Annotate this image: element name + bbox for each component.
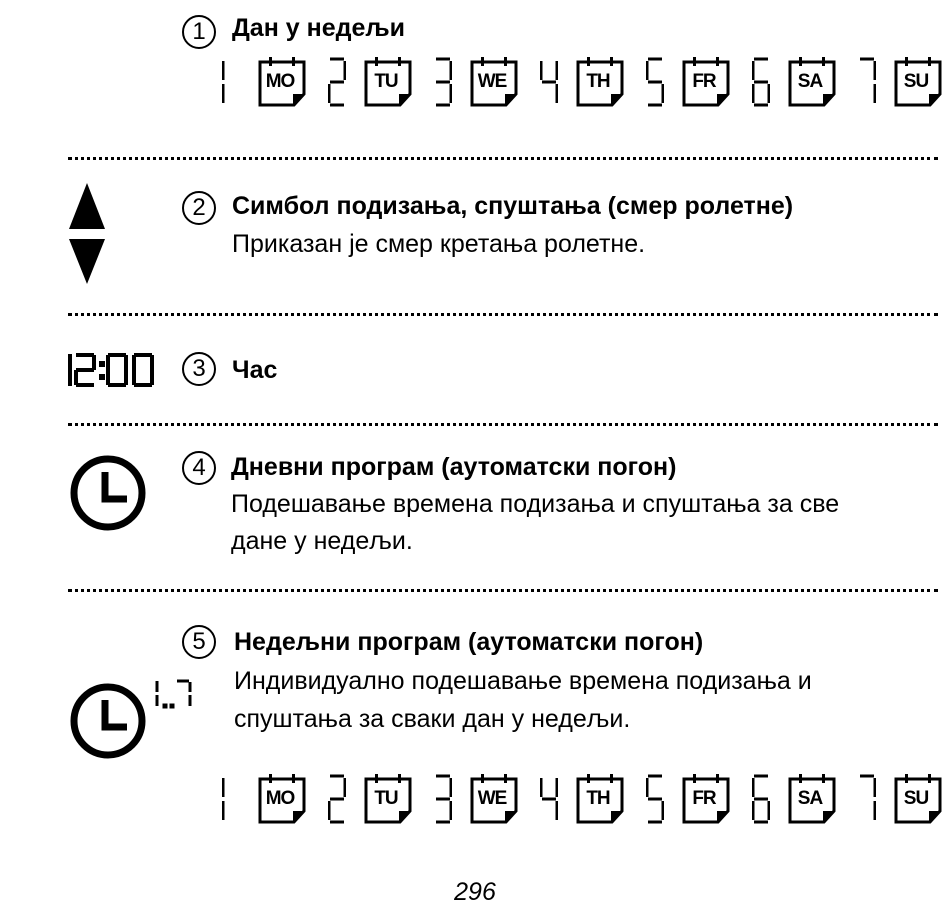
segment-digit-icon <box>328 57 346 107</box>
segment-digit-icon <box>436 57 452 107</box>
calendar-page-icon <box>470 774 518 824</box>
segment-digit-icon <box>860 774 876 820</box>
clock-icon <box>70 683 146 759</box>
weekly-1-7-indicator-icon <box>155 679 192 709</box>
day-label: TH <box>586 788 610 809</box>
day-tu: TU <box>328 57 434 107</box>
up-down-arrows-icon <box>69 183 105 284</box>
day-su: SU <box>858 57 950 107</box>
segment-digit-icon <box>752 774 770 824</box>
day-sa: SA <box>752 57 858 107</box>
section-title-direction-symbol: Симбол подизања, спуштања (смер ролетне) <box>232 192 794 220</box>
section-title-daily-program: Дневни програм (аутоматски погон) <box>231 453 677 481</box>
segment-digit-icon <box>646 57 664 107</box>
day-label: MO <box>265 788 296 809</box>
page-number: 296 <box>454 878 496 906</box>
day-label: WE <box>477 71 508 92</box>
day-label: TU <box>374 71 398 92</box>
section-body-daily-line1: Подешавање времена подизања и спуштања з… <box>231 490 840 518</box>
day-label: TU <box>374 788 398 809</box>
day-label: MO <box>265 71 296 92</box>
dotted-divider <box>68 423 938 426</box>
segment-digit-icon <box>752 57 770 107</box>
lcd-clock-icon <box>68 353 154 387</box>
day-th: TH <box>540 57 646 107</box>
calendar-page-icon <box>258 57 306 107</box>
calendar-page-icon <box>364 57 412 107</box>
calendar-page-icon <box>682 57 730 107</box>
section-number-3: 3 <box>182 352 216 386</box>
segment-digit-icon <box>222 778 225 820</box>
calendar-page-icon <box>576 57 624 107</box>
section-body-weekly-line2: спуштања за сваки дан у недељи. <box>234 705 631 733</box>
segment-digit-icon <box>646 774 664 824</box>
section-body-daily-line2: дане у недељи. <box>231 527 413 555</box>
day-we: WE <box>434 774 540 824</box>
clock-icon <box>70 455 146 531</box>
section-title-weekly-program: Недељни програм (аутоматски погон) <box>234 628 704 656</box>
section-number-4: 4 <box>182 451 216 485</box>
segment-digit-icon <box>540 778 558 820</box>
dotted-divider <box>68 589 938 592</box>
segment-digit-icon <box>540 61 558 103</box>
calendar-page-icon <box>682 774 730 824</box>
section-body-weekly-line1: Индивидуално подешавање времена подизања… <box>234 667 812 695</box>
calendar-page-icon <box>788 57 836 107</box>
day-sa: SA <box>752 774 858 824</box>
day-label: SU <box>903 788 929 809</box>
day-label: WE <box>477 788 508 809</box>
day-su: SU <box>858 774 950 824</box>
day-we: WE <box>434 57 540 107</box>
day-th: TH <box>540 774 646 824</box>
day-mo: MO <box>222 57 328 107</box>
day-label: FR <box>692 788 716 809</box>
day-label: FR <box>692 71 716 92</box>
calendar-page-icon <box>258 774 306 824</box>
day-fr: FR <box>646 57 752 107</box>
calendar-page-icon <box>788 774 836 824</box>
calendar-page-icon <box>470 57 518 107</box>
section-title-day-of-week: Дан у недељи <box>232 14 405 42</box>
section-number-1: 1 <box>182 15 216 49</box>
day-label: SU <box>903 71 929 92</box>
day-tu: TU <box>328 774 434 824</box>
segment-digit-icon <box>222 61 225 103</box>
day-label: SA <box>797 788 823 809</box>
section-number-2: 2 <box>182 191 216 225</box>
calendar-page-icon <box>894 774 942 824</box>
section-number-5: 5 <box>182 625 216 659</box>
dotted-divider <box>68 157 938 160</box>
calendar-page-icon <box>894 57 942 107</box>
calendar-page-icon <box>364 774 412 824</box>
segment-digit-icon <box>860 57 876 103</box>
dotted-divider <box>68 313 938 316</box>
day-fr: FR <box>646 774 752 824</box>
calendar-page-icon <box>576 774 624 824</box>
day-label: TH <box>586 71 610 92</box>
section-title-hour: Час <box>232 356 278 384</box>
day-mo: MO <box>222 774 328 824</box>
day-label: SA <box>797 71 823 92</box>
section-body-direction: Приказан је смер кретања ролетне. <box>232 230 646 258</box>
segment-digit-icon <box>328 774 346 824</box>
segment-digit-icon <box>436 774 452 824</box>
